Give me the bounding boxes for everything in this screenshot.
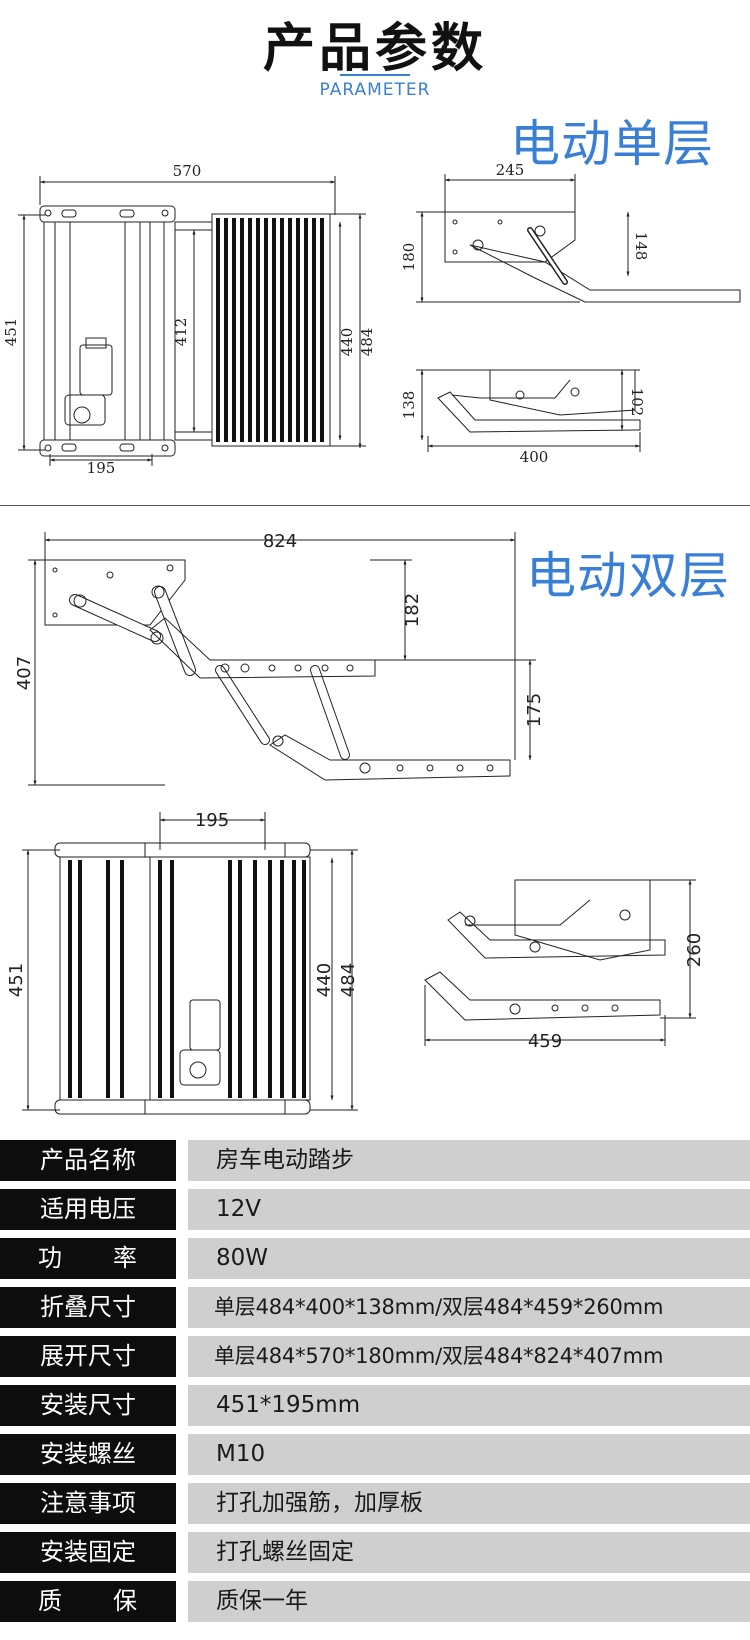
spec-value: 单层484*400*138mm/双层484*459*260mm [188, 1287, 750, 1328]
spec-value: 房车电动踏步 [188, 1140, 750, 1181]
dim-175: 175 [524, 693, 545, 727]
dim-400: 400 [520, 448, 549, 466]
spec-value: 80W [188, 1238, 750, 1279]
spec-label: 适用电压 [0, 1189, 176, 1230]
spec-value: 12V [188, 1189, 750, 1230]
dim-824: 824 [263, 531, 297, 552]
dim-102: 102 [628, 388, 646, 417]
dim-407: 407 [14, 656, 35, 690]
single-folded-view [416, 369, 641, 452]
dim-412: 412 [172, 318, 190, 347]
single-top-stripes [216, 218, 324, 442]
double-top-stripes [68, 860, 306, 1098]
spec-label: 安装尺寸 [0, 1385, 176, 1426]
dim-484-double: 484 [338, 963, 359, 997]
spec-row-power: 功 率 80W [0, 1238, 750, 1279]
dim-459: 459 [528, 1031, 562, 1052]
dim-570: 570 [173, 162, 202, 180]
dim-484: 484 [358, 328, 376, 357]
title-underline [340, 74, 410, 76]
dim-182: 182 [402, 593, 423, 627]
spec-label: 注意事项 [0, 1483, 176, 1524]
dim-195-single: 195 [87, 459, 116, 477]
double-layer-label: 电动双层 [526, 547, 730, 605]
spec-row-screw: 安装螺丝 M10 [0, 1434, 750, 1475]
spec-row-folded-size: 折叠尺寸 单层484*400*138mm/双层484*459*260mm [0, 1287, 750, 1328]
spec-row-unfolded-size: 展开尺寸 单层484*570*180mm/双层484*824*407mm [0, 1336, 750, 1377]
dim-451: 451 [2, 318, 20, 347]
double-folded-view [424, 879, 696, 1046]
spec-row-product-name: 产品名称 房车电动踏步 [0, 1140, 750, 1181]
page-title: 产品参数 [262, 19, 487, 79]
double-top-view [22, 812, 358, 1115]
page-subtitle: PARAMETER [319, 80, 431, 100]
spec-value: 451*195mm [188, 1385, 750, 1426]
dim-180: 180 [400, 243, 418, 272]
spec-row-warranty: 质 保 质保一年 [0, 1581, 750, 1622]
spec-label: 展开尺寸 [0, 1336, 176, 1377]
single-layer-label: 电动单层 [510, 115, 714, 173]
section-divider [0, 505, 750, 506]
dim-138: 138 [400, 391, 418, 420]
spec-label: 安装螺丝 [0, 1434, 176, 1475]
spec-row-notes: 注意事项 打孔加强筋，加厚板 [0, 1483, 750, 1524]
dim-451-double: 451 [6, 963, 27, 997]
spec-label: 安装固定 [0, 1532, 176, 1573]
double-side-view [28, 532, 536, 786]
spec-value: 单层484*570*180mm/双层484*824*407mm [188, 1336, 750, 1377]
spec-label: 折叠尺寸 [0, 1287, 176, 1328]
spec-row-fixing: 安装固定 打孔螺丝固定 [0, 1532, 750, 1573]
spec-label: 产品名称 [0, 1140, 176, 1181]
dim-440-double: 440 [314, 963, 335, 997]
dim-195-double: 195 [195, 810, 229, 831]
single-side-view [416, 174, 741, 303]
dim-245: 245 [496, 161, 525, 179]
spec-label: 质 保 [0, 1581, 176, 1622]
spec-value: 质保一年 [188, 1581, 750, 1622]
technical-drawings: 570 451 412 440 484 195 245 180 148 138 … [2, 161, 741, 1115]
spec-row-install-size: 安装尺寸 451*195mm [0, 1385, 750, 1426]
spec-value: 打孔螺丝固定 [188, 1532, 750, 1573]
single-top-view [18, 176, 366, 466]
spec-label: 功 率 [0, 1238, 176, 1279]
spec-row-voltage: 适用电压 12V [0, 1189, 750, 1230]
dim-440: 440 [338, 328, 356, 357]
dim-148: 148 [632, 232, 650, 261]
dim-260: 260 [684, 933, 705, 967]
spec-value: 打孔加强筋，加厚板 [188, 1483, 750, 1524]
spec-value: M10 [188, 1434, 750, 1475]
